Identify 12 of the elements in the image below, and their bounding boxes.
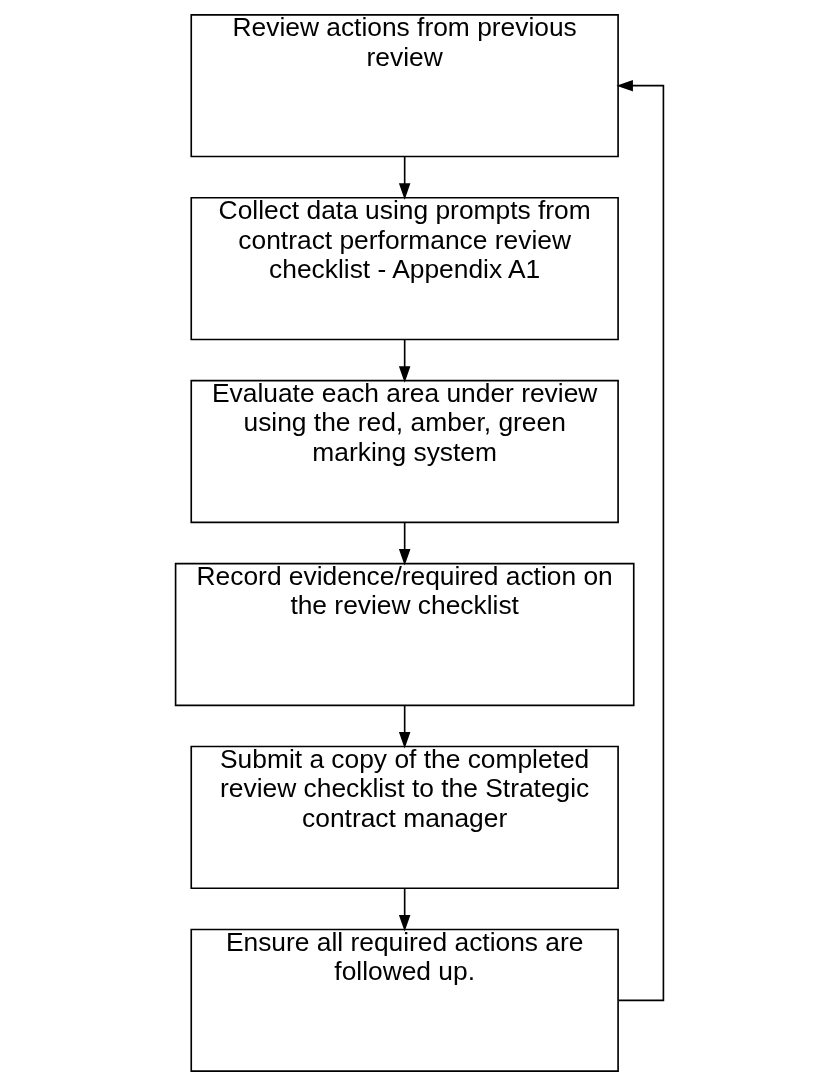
- arrow: [398, 156, 410, 200]
- node-box: Record evidence/required action on the review checklist: [174, 562, 635, 707]
- arrow: [398, 521, 410, 566]
- arrow: [398, 339, 410, 383]
- node-box: Collect data using prompts from contract performance review checklist - Appendix A1: [189, 196, 619, 341]
- arrow: [398, 887, 410, 932]
- arrow: [615, 79, 664, 1002]
- arrow: [398, 704, 410, 749]
- node-box: Ensure all required actions are followed up.: [189, 928, 619, 1072]
- node-box: Evaluate each area under review using the red, amber, green marking system: [189, 379, 619, 524]
- node-box: Submit a copy of the completed review checklist to the Strategic contract manager: [189, 745, 619, 890]
- node-box: Review actions from previous review: [189, 14, 619, 158]
